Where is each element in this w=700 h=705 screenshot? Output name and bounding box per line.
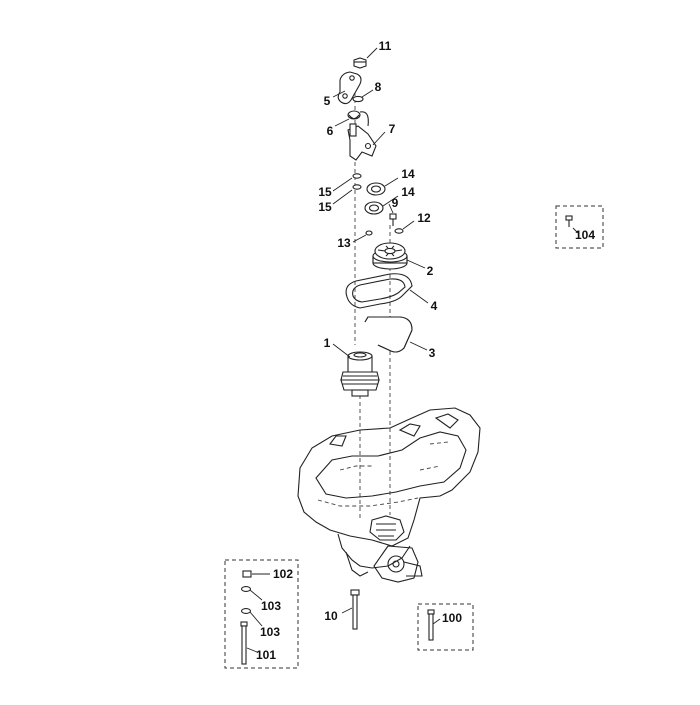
frame-group-101-103 [224,559,299,669]
frame-group-104 [555,205,604,249]
callout-labels: 11 5 8 6 7 14 14 15 15 9 12 13 2 4 3 1 1… [256,39,595,662]
callout-11: 11 [379,39,392,53]
callout-12: 12 [417,211,431,225]
callout-100: 100 [442,611,462,625]
part-3-rod [364,316,413,353]
part-13-clip [365,230,373,236]
part-2-pulley [372,242,408,270]
callout-5: 5 [324,94,331,108]
part-9-screw [389,213,397,226]
part-6-spring [347,110,369,127]
callout-1: 1 [324,336,331,350]
callout-15-upper: 15 [318,185,332,199]
callout-7: 7 [389,122,396,136]
frame-group-100 [417,603,474,651]
callout-8: 8 [375,80,382,94]
part-1-spindle-housing [340,351,380,397]
callout-13: 13 [337,236,351,250]
part-14-bearing-lower [364,201,384,215]
part-7-bracket [347,123,377,161]
part-5-link-arm [337,71,362,105]
part-14-bearing-upper [366,182,386,196]
callout-9: 9 [392,196,399,210]
part-11-nut [353,57,367,69]
callout-6: 6 [327,124,334,138]
callout-2: 2 [427,264,434,278]
callout-101: 101 [256,648,276,662]
part-8-washer [352,95,364,103]
callout-14-lower: 14 [401,185,415,199]
callout-15-lower: 15 [318,200,332,214]
part-10-bolt [350,589,360,630]
callout-103-upper: 103 [261,599,281,613]
part-12-washer [394,228,404,234]
callout-4: 4 [431,299,438,313]
callout-104: 104 [575,228,595,242]
callout-102: 102 [273,567,293,581]
callout-103-lower: 103 [260,625,280,639]
leader-lines [332,47,429,614]
chassis-housing [297,407,481,583]
callout-3: 3 [429,346,436,360]
callout-10: 10 [324,609,338,623]
part-4-v-belt [345,273,413,309]
callout-14-upper: 14 [401,167,415,181]
part-15-washer-lower [352,184,362,190]
part-15-washer-upper [352,173,362,179]
